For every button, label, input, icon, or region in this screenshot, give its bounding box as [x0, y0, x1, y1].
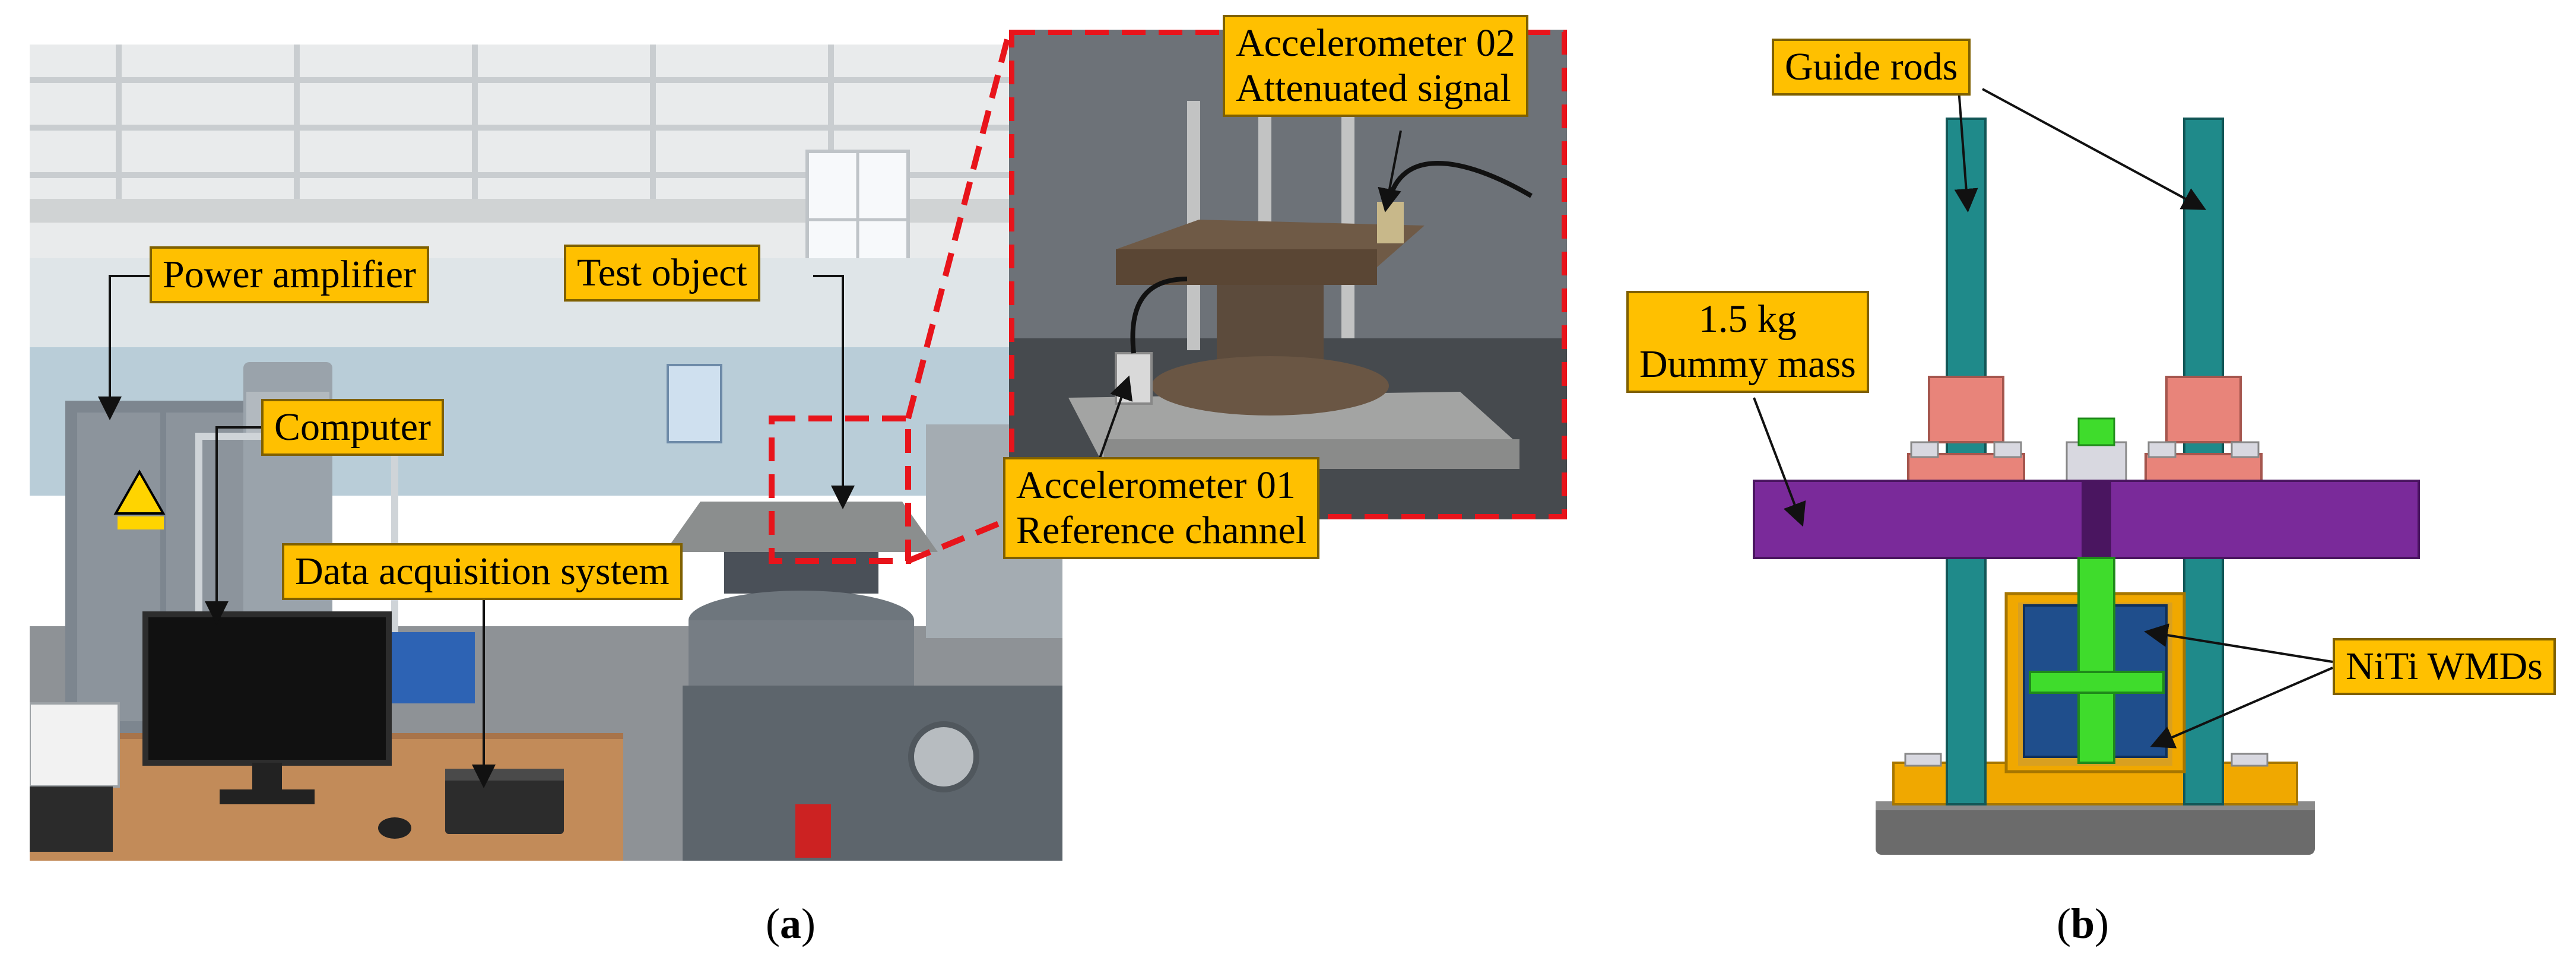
callout-dummy-mass-value: 1.5 kg — [1698, 297, 1797, 341]
central-shaft — [2077, 557, 2115, 764]
panel-letter-a: a — [779, 900, 801, 947]
damper-model-drawing — [1753, 118, 2420, 855]
callout-power-amplifier: Power amplifier — [150, 246, 430, 303]
callout-dummy-mass: 1.5 kg Dummy mass — [1626, 291, 1869, 393]
callout-accelerometer-02: Accelerometer 02 Attenuated signal — [1223, 15, 1528, 117]
callout-guide-rods: Guide rods — [1772, 39, 1971, 96]
callout-niti-wmds: NiTi WMDs — [2333, 638, 2556, 695]
collar-left — [1928, 376, 2004, 443]
panel-label-b: (b) — [2057, 900, 2109, 947]
callout-accelerometer-01: Accelerometer 01 Reference channel — [1003, 457, 1320, 559]
panel-letter-b: b — [2070, 900, 2095, 947]
callout-accelerometer-01-name: Accelerometer 01 — [1016, 464, 1296, 507]
callout-accelerometer-01-role: Reference channel — [1016, 508, 1307, 552]
lab-photo — [30, 45, 1062, 861]
callout-test-object: Test object — [564, 245, 760, 302]
callout-dummy-mass-name: Dummy mass — [1639, 342, 1856, 386]
callout-accelerometer-02-name: Accelerometer 02 — [1236, 21, 1515, 65]
callout-accelerometer-02-role: Attenuated signal — [1236, 66, 1511, 110]
callout-data-acquisition-system: Data acquisition system — [282, 543, 683, 600]
panel-label-a: (a) — [766, 900, 816, 947]
collar-right — [2165, 376, 2242, 443]
callout-computer: Computer — [261, 399, 444, 456]
base-disk — [1876, 801, 2315, 855]
